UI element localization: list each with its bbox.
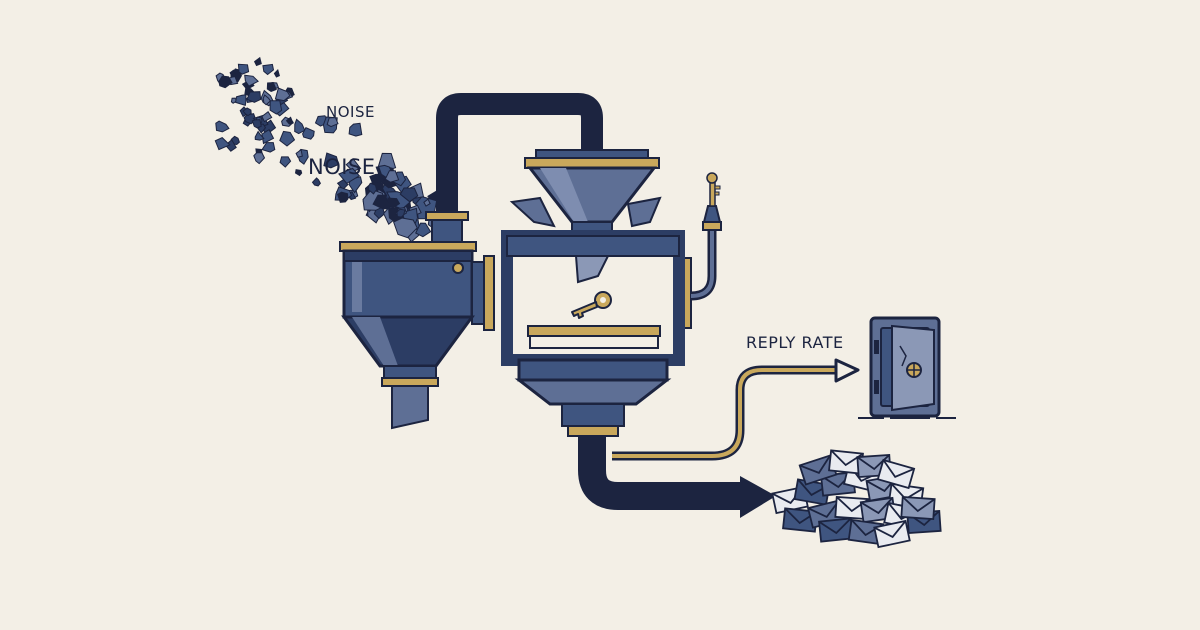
noise-fragment (302, 127, 315, 140)
noise-fragment (396, 208, 406, 218)
noise-fragment (273, 69, 280, 78)
noise-fragment (261, 110, 273, 123)
envelope-pile (771, 449, 942, 549)
envelope-icon (818, 517, 854, 543)
noise-fragment (215, 120, 230, 133)
noise-fragment (279, 156, 292, 168)
noise-fragment (372, 194, 392, 210)
overhead-pipe (425, 93, 603, 243)
noise-fragment (368, 182, 378, 195)
noise-fragment (415, 222, 432, 238)
processing-machine (501, 149, 692, 437)
noise-fragment (246, 91, 262, 103)
noise-fragment (262, 63, 275, 76)
reply-rate-flow (612, 358, 860, 461)
noise-fragment (218, 75, 233, 89)
outflow-pipe (578, 436, 776, 518)
noise-fragment (384, 170, 400, 183)
noise-fragment (235, 94, 247, 107)
noise-fragment (345, 157, 362, 172)
noise-fragment (253, 152, 266, 165)
noise-fragment (269, 100, 283, 115)
noise-label-large: NOISE (308, 155, 376, 179)
noise-fragment (261, 142, 276, 153)
envelope-icon (847, 518, 885, 546)
valve-key-icon (706, 172, 721, 207)
outflow-arrow-icon (740, 476, 776, 518)
noise-fragment (423, 198, 431, 207)
noise-fragment (399, 187, 419, 203)
noise-fragment (266, 82, 277, 92)
noise-fragment (294, 118, 306, 135)
noise-fragment (274, 87, 291, 102)
noise-fragment (311, 177, 322, 187)
noise-debris (214, 56, 458, 243)
envelope-icon (876, 458, 916, 490)
noise-fragment (262, 94, 272, 106)
key-icon (571, 291, 612, 319)
noise-fragment (251, 119, 262, 129)
noise-hopper (339, 241, 495, 430)
envelope-icon (873, 519, 911, 549)
noise-fragment (295, 148, 303, 158)
noise-fragment (338, 167, 361, 185)
noise-fragment (253, 56, 262, 67)
noise-fragment (230, 97, 238, 104)
noise-fragment (229, 69, 239, 78)
noise-fragment (279, 130, 296, 147)
noise-fragment (244, 74, 259, 87)
noise-fragment (237, 63, 250, 75)
noise-fragment (348, 122, 363, 137)
arrow-icon (834, 358, 860, 383)
noise-label-small: NOISE (326, 103, 375, 121)
noise-fragment (254, 130, 265, 141)
reply-rate-label: REPLY RATE (746, 333, 844, 352)
noise-fragment (336, 191, 349, 203)
noise-fragment (392, 217, 418, 239)
envelope-icon (900, 495, 936, 521)
valve-key-assembly (690, 172, 722, 301)
noise-fragment (242, 107, 252, 117)
noise-fragment (294, 169, 303, 177)
noise-fragment (261, 128, 275, 145)
noise-fragment (326, 117, 339, 128)
noise-fragment (323, 152, 340, 169)
noise-fragment (285, 116, 294, 125)
noise-fragment (214, 137, 231, 151)
vault-icon (858, 316, 956, 419)
